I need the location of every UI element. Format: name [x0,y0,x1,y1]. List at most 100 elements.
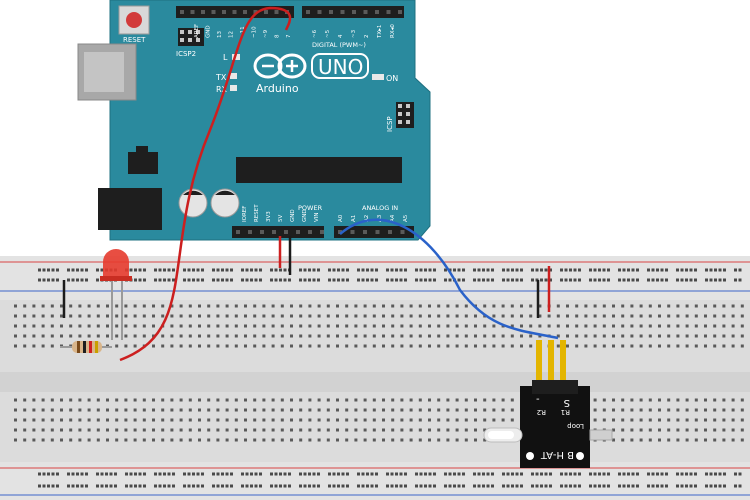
breadboard-hole [250,268,253,272]
breadboard-hole [234,398,238,402]
breadboard-hole [336,408,339,412]
breadboard-hole [244,344,247,348]
breadboard-hole [455,428,459,432]
breadboard-hole [549,278,552,282]
breadboard-hole [337,268,340,272]
breadboard-hole [253,344,257,348]
breadboard-hole [409,334,413,338]
breadboard-hole [501,304,505,308]
breadboard-hole [486,268,490,272]
breadboard-hole [372,324,376,328]
power-header [232,226,324,238]
breadboard-hole [722,304,726,308]
breadboard-hole [196,484,200,488]
breadboard-hole [279,278,282,282]
breadboard-hole [96,428,100,432]
breadboard-hole [722,344,726,348]
breadboard-hole [274,278,278,282]
breadboard-hole [428,268,432,272]
breadboard-hole [418,398,422,402]
breadboard-hole [317,418,321,422]
pin-label: GND [290,209,296,222]
breadboard-hole [433,278,436,282]
breadboard-hole [341,268,345,272]
breadboard-hole [142,324,146,328]
breadboard-hole [722,418,726,422]
breadboard-hole [41,428,45,432]
breadboard-hole [280,438,284,442]
brand-name: Arduino [256,82,299,95]
breadboard-hole [188,334,192,338]
breadboard-hole [477,484,481,488]
breadboard-hole [124,408,128,412]
breadboard-hole [78,408,82,412]
breadboard-hole [390,472,394,476]
breadboard-hole [538,304,542,308]
sensor-pin-minus: - [536,394,540,405]
breadboard-hole [179,324,183,328]
breadboard-hole [221,472,224,476]
header-pin [196,38,200,42]
breadboard-hole [575,334,579,338]
breadboard-hole [474,334,477,338]
breadboard-hole [738,268,742,272]
breadboard-hole [612,438,615,442]
pin-label: 2 [364,35,370,39]
breadboard-hole [446,398,450,402]
breadboard-hole [271,428,275,432]
breadboard-hole [317,438,321,442]
breadboard-hole [731,428,735,432]
breadboard-hole [665,472,668,476]
header-sockets [180,10,405,234]
breadboard-hole [290,334,293,338]
breadboard-hole [124,304,128,308]
breadboard-hole [685,304,689,308]
breadboard-hole [271,398,275,402]
breadboard-hole [483,408,487,412]
breadboard-hole [179,398,183,402]
breadboard-hole [501,408,505,412]
breadboard-hole [299,398,303,402]
breadboard-hole [280,324,284,328]
breadboard-hole [354,428,358,432]
breadboard-hole [667,418,671,422]
breadboard-hole [622,484,626,488]
breadboard-hole [105,484,108,488]
breadboard-hole [612,314,615,318]
breadboard-hole [593,418,597,422]
breadboard-hole [336,438,339,442]
breadboard-hole [299,304,303,308]
breadboard-hole [424,472,427,476]
breadboard-hole [270,472,273,476]
breadboard-hole [424,484,427,488]
breadboard-hole [694,472,697,476]
breadboard-hole [317,324,321,328]
breadboard-hole [723,278,726,282]
breadboard-hole [87,314,91,318]
breadboard-hole [477,278,481,282]
breadboard-hole [511,268,514,272]
breadboard-hole [253,408,257,412]
breadboard-hole [142,408,146,412]
breadboard-hole [667,428,671,432]
breadboard-hole [96,278,99,282]
breadboard-hole [630,324,634,328]
breadboard-hole [271,304,275,308]
breadboard-hole [658,304,661,308]
breadboard-hole [740,438,744,442]
breadboard-hole [354,314,358,318]
breadboard-hole [428,278,432,282]
breadboard-hole [722,324,726,328]
breadboard-hole [515,472,519,476]
breadboard-hole [271,314,275,318]
breadboard-hole [354,324,358,328]
breadboard-hole [253,398,257,402]
breadboard-hole [556,314,560,318]
breadboard-hole [658,398,661,402]
breadboard-hole [685,334,689,338]
breadboard-hole [47,484,50,488]
breadboard-hole [573,268,577,272]
breadboard-hole [170,314,174,318]
breadboard-hole [133,438,137,442]
breadboard-hole [665,268,668,272]
